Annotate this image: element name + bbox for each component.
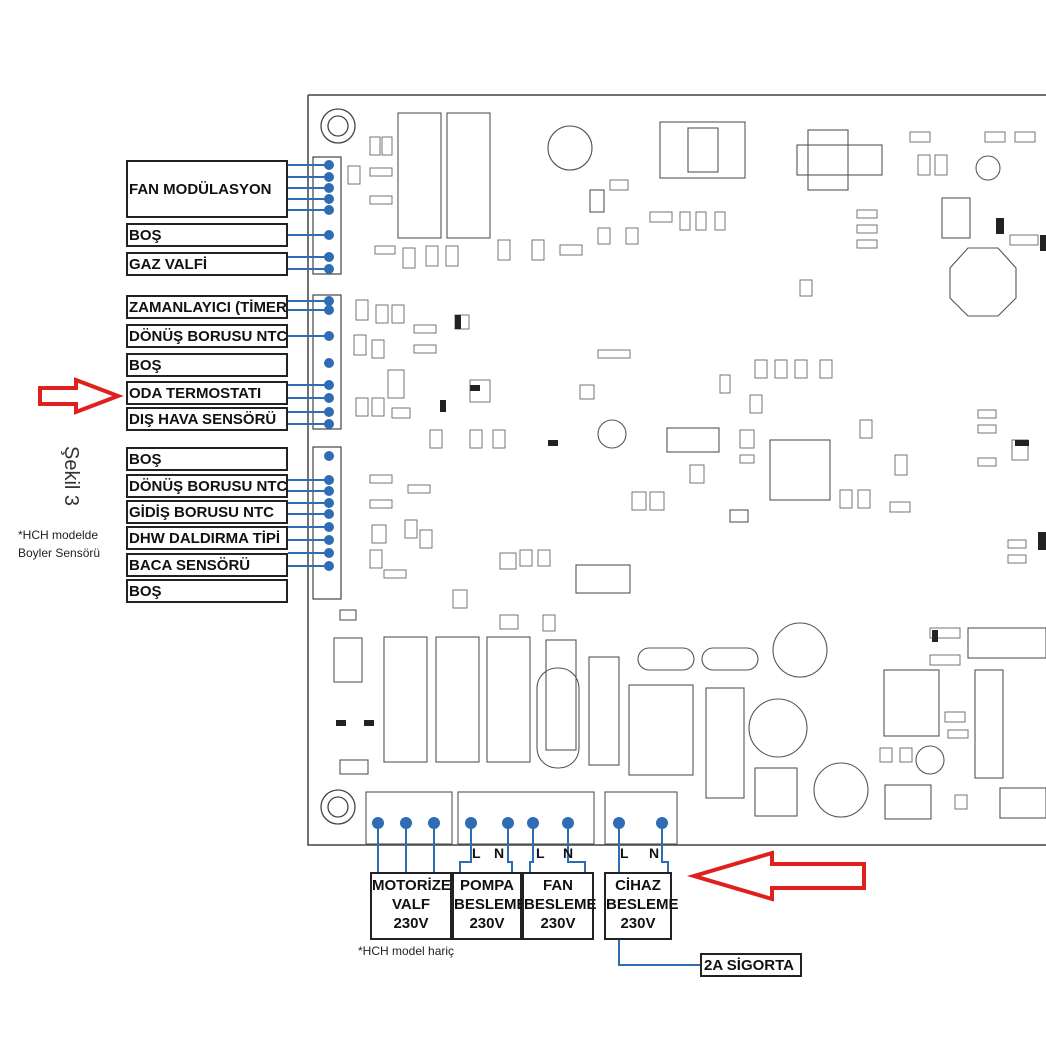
device-supply-line2: BESLEME — [606, 896, 679, 913]
label-return-ntc-2: DÖNÜŞ BORUSU NTC — [126, 474, 288, 498]
label-fuse: 2A SİGORTA — [700, 953, 802, 977]
label-motorized-valve: MOTORİZE VALF 230V — [370, 872, 452, 940]
left-headers — [312, 156, 342, 600]
smd-parts — [347, 131, 1039, 810]
label-empty-3: BOŞ — [126, 447, 288, 471]
device-supply-line1: CİHAZ — [615, 877, 661, 894]
label-flue-sensor: BACA SENSÖRÜ — [126, 553, 288, 577]
pin-label-pump-n: N — [494, 845, 505, 861]
components — [333, 112, 1046, 845]
label-timer: ZAMANLAYICI (TİMER) — [126, 295, 288, 319]
label-empty-2: BOŞ — [126, 353, 288, 377]
bottom-wires — [377, 823, 700, 966]
pin-label-fan-n: N — [563, 845, 574, 861]
label-dhw-immersion: DHW DALDIRMA TİPİ — [126, 526, 288, 550]
pin-label-pump-l: L — [472, 845, 481, 861]
figure-label: Şekil 3 — [60, 446, 82, 507]
mounting-holes — [320, 108, 356, 825]
label-flow-ntc: GİDİŞ BORUSU NTC — [126, 500, 288, 524]
pin-label-device-n: N — [649, 845, 660, 861]
device-supply-line3: 230V — [620, 915, 656, 932]
label-gas-valve: GAZ VALFİ — [126, 252, 288, 276]
label-pump-supply: POMPA BESLEME 230V — [452, 872, 527, 940]
note-boiler-sensor-line2: Boyler Sensörü — [18, 546, 101, 560]
pump-supply-line1: POMPA — [460, 877, 514, 894]
note-hch-excluded: *HCH model hariç — [358, 944, 455, 958]
motorized-valve-line1: MOTORİZE — [372, 877, 451, 894]
pump-supply-line2: BESLEME — [454, 896, 527, 913]
fan-supply-line1: FAN — [543, 877, 573, 894]
pcb-outline — [307, 94, 1046, 846]
fan-supply-line3: 230V — [540, 915, 576, 932]
label-empty-1: BOŞ — [126, 223, 288, 247]
pin-label-fan-l: L — [536, 845, 545, 861]
motorized-valve-line3: 230V — [393, 915, 429, 932]
label-fan-supply: FAN BESLEME 230V — [522, 872, 597, 940]
pump-supply-line3: 230V — [469, 915, 505, 932]
note-boiler-sensor-line1: *HCH modelde — [18, 528, 99, 542]
label-room-thermostat: ODA TERMOSTATI — [126, 381, 288, 405]
left-wires — [288, 164, 329, 567]
motorized-valve-line2: VALF — [391, 896, 431, 913]
bottom-pins — [372, 817, 668, 829]
label-return-ntc-1: DÖNÜŞ BORUSU NTC — [126, 324, 288, 348]
arrow-right-icon — [38, 377, 124, 415]
dark-pads — [336, 218, 1046, 726]
fan-supply-line2: BESLEME — [524, 896, 597, 913]
label-empty-4: BOŞ — [126, 579, 288, 603]
pin-label-device-l: L — [620, 845, 629, 861]
arrow-left-icon — [686, 850, 866, 902]
label-device-supply: CİHAZ BESLEME 230V — [604, 872, 679, 940]
label-outdoor-sensor: DIŞ HAVA SENSÖRÜ — [126, 407, 288, 431]
label-fan-modulation: FAN MODÜLASYON — [126, 160, 288, 218]
